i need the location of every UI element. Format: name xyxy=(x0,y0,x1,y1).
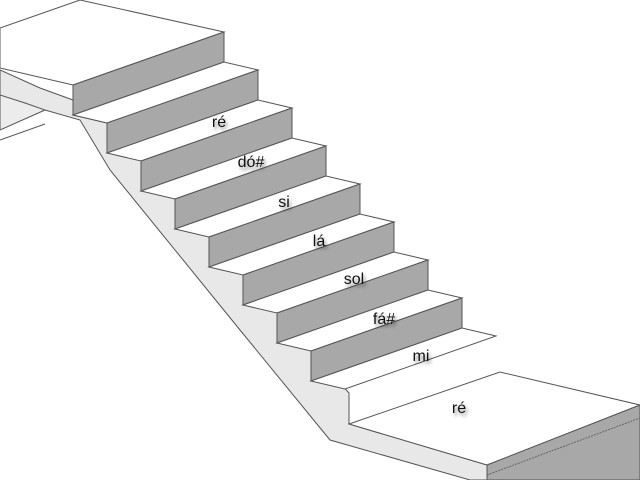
step-label-la: lá xyxy=(312,233,326,250)
step-label-mi: mi xyxy=(412,348,430,365)
step-label-sol: sol xyxy=(343,271,365,288)
upper-slab-side xyxy=(0,94,47,131)
step-label-do-sharp: dó# xyxy=(237,154,265,171)
step-label-fa-sharp: fá# xyxy=(372,311,396,328)
bottom-landing xyxy=(347,371,640,466)
stair-steps xyxy=(71,61,498,390)
stair-tread xyxy=(309,327,498,390)
step-label-re-landing: ré xyxy=(451,400,467,417)
step-label-si: si xyxy=(278,194,290,211)
step-label-re-upper: ré xyxy=(211,114,227,131)
